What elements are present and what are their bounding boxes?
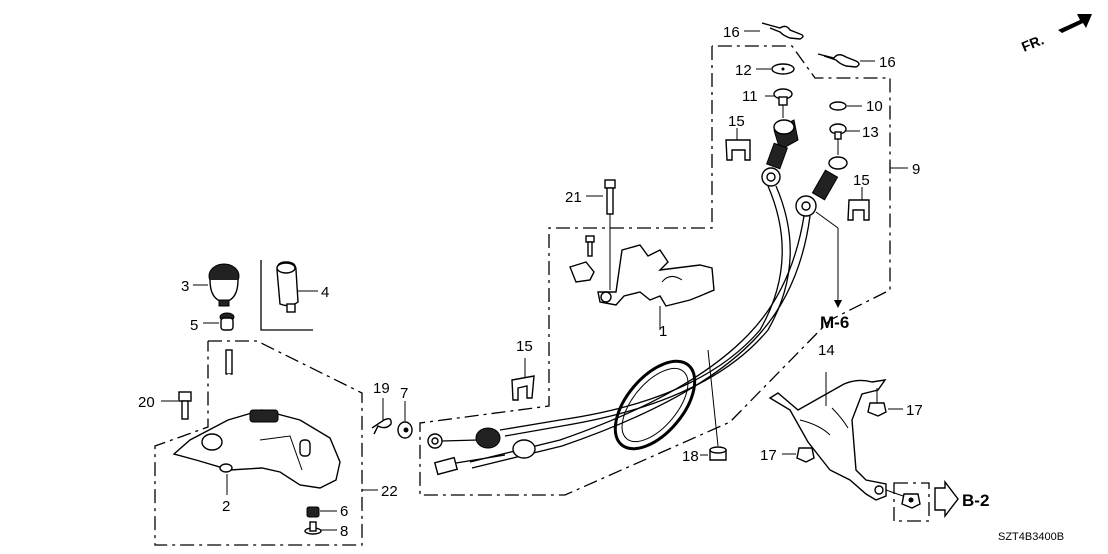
cable-stay-14 <box>768 372 887 501</box>
nut-b2-reference <box>885 479 959 522</box>
front-arrow-icon <box>1058 14 1092 33</box>
cable-end-lower <box>427 427 536 476</box>
knob-4-bracket <box>260 260 313 331</box>
callout-16b: 16 <box>879 54 896 71</box>
clip-bolt-11 <box>765 88 793 118</box>
front-direction-indicator: FR. <box>1019 14 1092 55</box>
grommet <box>613 359 697 451</box>
callout-15a: 15 <box>728 113 745 130</box>
drawing-code: SZT4B3400B <box>998 531 1064 543</box>
pin-8 <box>304 521 337 535</box>
shift-cable <box>499 185 783 431</box>
callout-15c: 15 <box>516 338 533 355</box>
front-label: FR. <box>1019 31 1046 54</box>
cable-end-upper-left <box>761 119 799 187</box>
clip-bolt-13 <box>829 123 860 155</box>
callout-14: 14 <box>818 342 835 359</box>
callout-8: 8 <box>340 523 348 540</box>
cotter-pin-16b <box>817 53 875 68</box>
flange-bolt-21 <box>586 179 616 290</box>
callout-17b: 17 <box>760 447 777 464</box>
callout-2: 2 <box>222 498 230 515</box>
reference-m6[interactable]: M-6 <box>820 313 849 332</box>
reference-b2[interactable]: B-2 <box>962 491 989 510</box>
knob-adapter-5 <box>203 312 235 331</box>
callout-17a: 17 <box>906 402 923 419</box>
callout-4: 4 <box>321 284 329 301</box>
clip-19 <box>371 398 392 435</box>
callout-5: 5 <box>190 317 198 334</box>
callout-13: 13 <box>862 124 879 141</box>
callout-11: 11 <box>742 88 758 105</box>
cable-clip-15a <box>725 128 751 161</box>
flange-nut-17b <box>782 447 815 463</box>
cable-clip-15b <box>847 187 870 221</box>
washer-10 <box>829 101 847 111</box>
callout-12: 12 <box>735 62 752 79</box>
shift-lever-assembly-2 <box>172 349 341 495</box>
callout-20: 20 <box>138 394 155 411</box>
b2-arrow-icon <box>934 479 959 519</box>
callout-1: 1 <box>659 323 667 340</box>
callout-10: 10 <box>866 98 883 115</box>
callout-21: 21 <box>565 189 582 206</box>
flange-nut-17a <box>867 388 903 417</box>
shift-knob-4 <box>276 261 318 313</box>
collar-6 <box>306 506 337 518</box>
bushing-7 <box>397 401 413 439</box>
callout-7: 7 <box>400 385 408 402</box>
shift-knob-3 <box>193 263 240 307</box>
flange-bolt-20 <box>161 391 192 420</box>
cable-clip-15c <box>511 358 535 401</box>
callout-19: 19 <box>373 380 390 397</box>
flange-nut-18 <box>700 349 727 461</box>
select-cable <box>469 215 805 463</box>
callout-22: 22 <box>381 483 398 500</box>
callout-9: 9 <box>912 161 920 178</box>
callout-15b: 15 <box>853 172 870 189</box>
callout-18: 18 <box>682 448 699 465</box>
cotter-pin-16a <box>744 22 804 40</box>
callout-3: 3 <box>181 278 189 295</box>
cable-end-upper-right <box>795 156 848 229</box>
shift-cable-bracket-1 <box>569 235 715 330</box>
callout-16a: 16 <box>723 24 740 41</box>
callout-6: 6 <box>340 503 348 520</box>
